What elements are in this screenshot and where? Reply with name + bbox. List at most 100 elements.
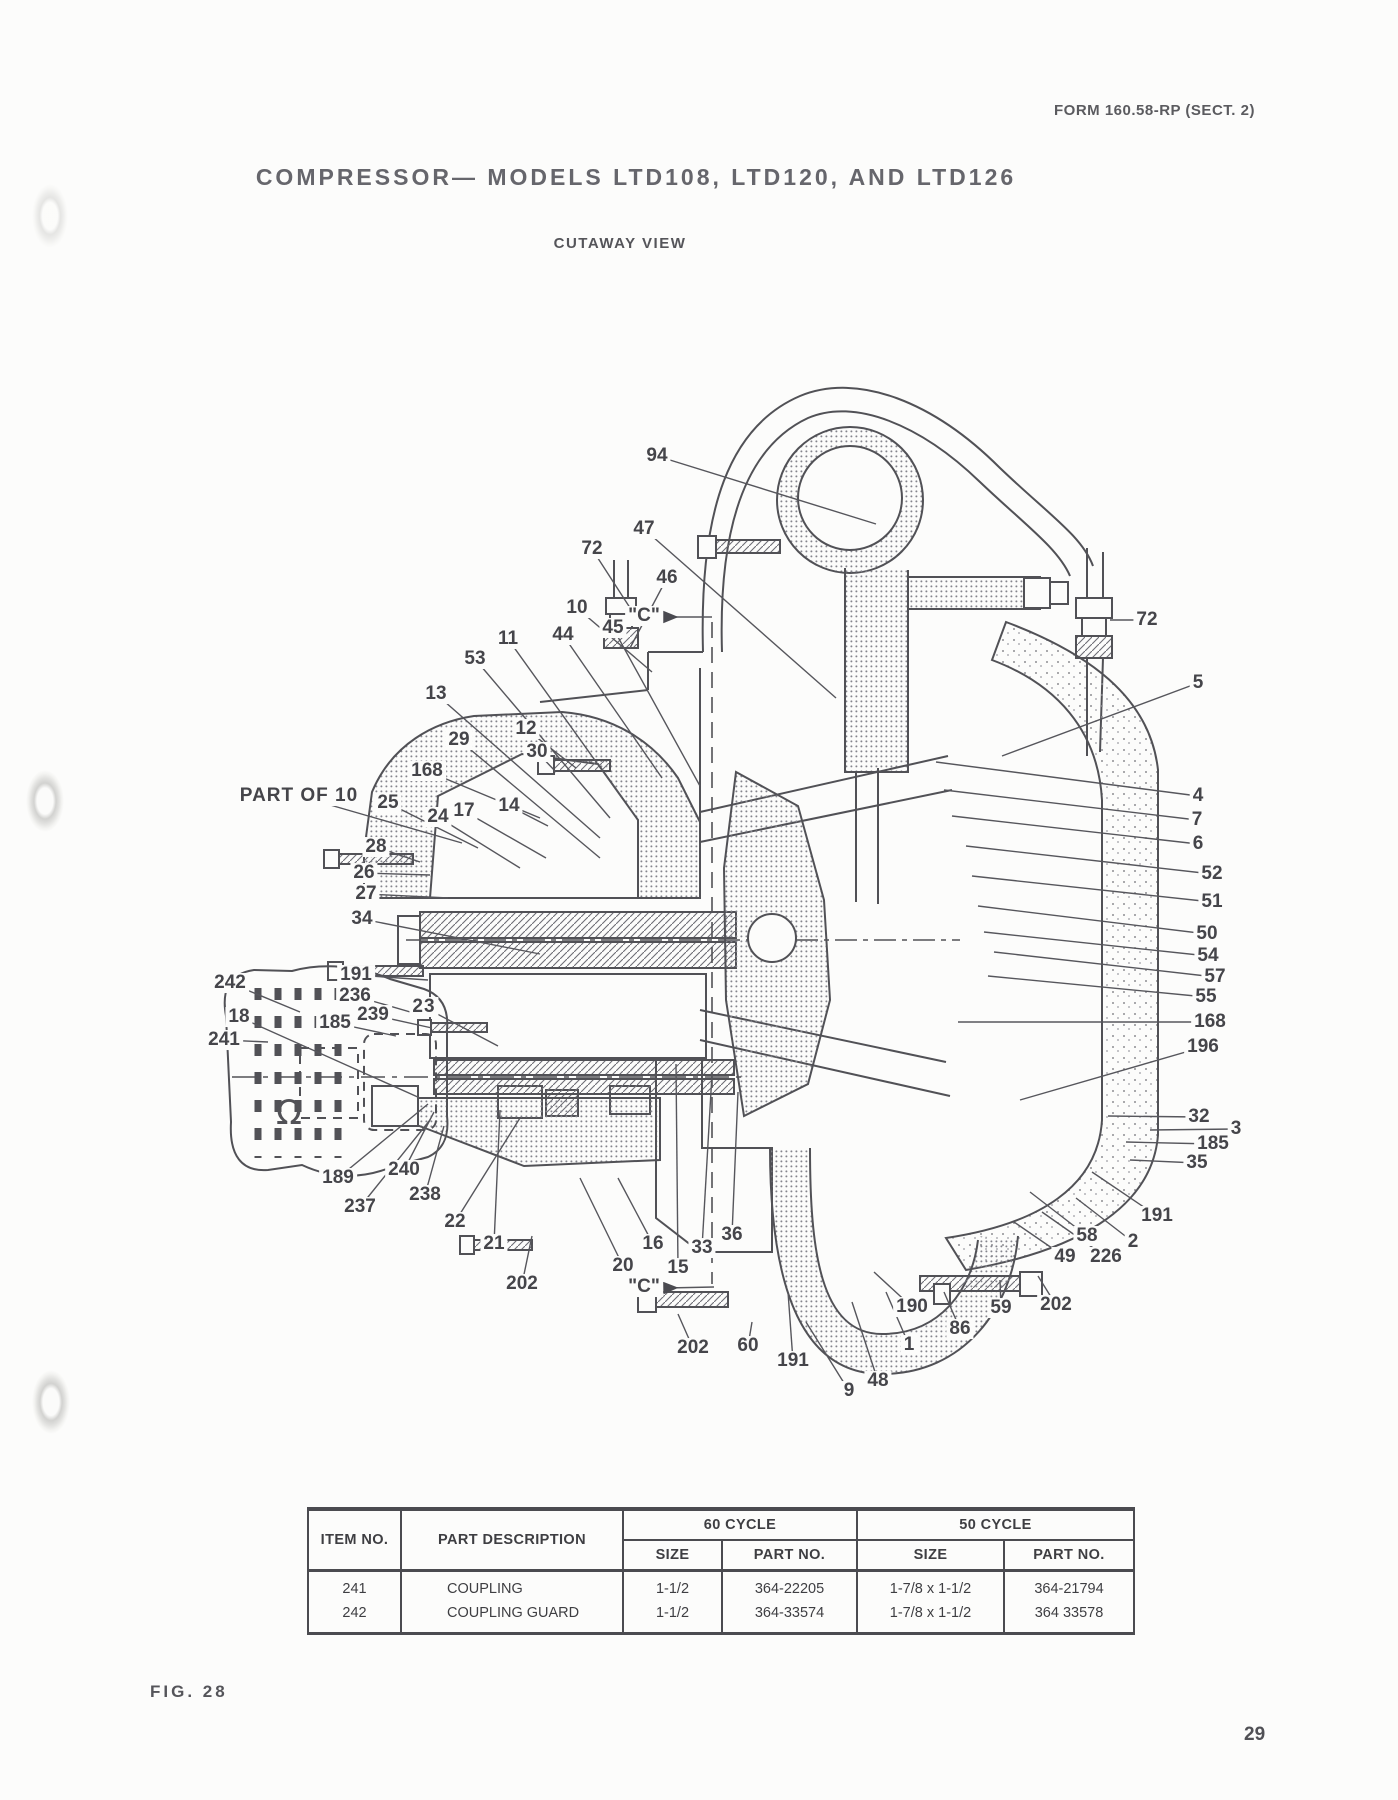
callout-226: 226	[1087, 1247, 1125, 1267]
callout-44: 44	[549, 625, 577, 645]
cell-item: 241	[307, 1570, 402, 1601]
callout-60: 60	[734, 1336, 762, 1356]
callout-9: 9	[840, 1381, 858, 1401]
callout-236: 236	[336, 986, 374, 1006]
cell-description: COUPLING GUARD	[400, 1601, 624, 1634]
callout-14: 14	[495, 796, 523, 816]
callout-c: "C"	[625, 606, 663, 626]
callout-36: 36	[718, 1225, 746, 1245]
callout-238: 238	[406, 1185, 444, 1205]
callout-168: 168	[1191, 1012, 1229, 1032]
callout-86: 86	[946, 1319, 974, 1339]
callout-32: 32	[1185, 1107, 1213, 1127]
col-header-60cycle: 60 CYCLE	[622, 1508, 858, 1541]
callout-45: 45	[599, 618, 627, 638]
callout-52: 52	[1198, 864, 1226, 884]
callout-59: 59	[987, 1298, 1015, 1318]
cell-size50: 1-7/8 x 1-1/2	[856, 1570, 1005, 1601]
cell-size50: 1-7/8 x 1-1/2	[856, 1601, 1005, 1634]
col-header-partno-60: PART NO.	[721, 1539, 858, 1572]
col-header-item: ITEM NO.	[307, 1508, 402, 1572]
callout-23: 23	[409, 997, 439, 1017]
callout-48: 48	[864, 1371, 892, 1391]
callout-6: 6	[1189, 834, 1207, 854]
cell-part50: 364-21794	[1003, 1570, 1135, 1601]
parts-table: ITEM NO. PART DESCRIPTION 60 CYCLE 50 CY…	[307, 1507, 1135, 1635]
callout-72: 72	[1133, 610, 1161, 630]
callout-46: 46	[653, 568, 681, 588]
form-reference: FORM 160.58-RP (SECT. 2)	[1054, 102, 1255, 119]
callout-237: 237	[341, 1197, 379, 1217]
callout-29: 29	[445, 730, 473, 750]
callout-30: 30	[523, 742, 551, 762]
callout-94: 94	[643, 446, 671, 466]
hole-punch	[26, 770, 64, 832]
callout-57: 57	[1201, 967, 1229, 987]
callout-54: 54	[1194, 946, 1222, 966]
callout-189: 189	[319, 1168, 357, 1188]
callout-185: 185	[1194, 1134, 1232, 1154]
callout-20: 20	[609, 1256, 637, 1276]
cell-item: 242	[307, 1601, 402, 1634]
callout-12: 12	[512, 719, 540, 739]
callout-16: 16	[639, 1234, 667, 1254]
callout-c: "C"	[625, 1277, 663, 1297]
callout-202: 202	[1037, 1295, 1075, 1315]
cell-description: COUPLING	[400, 1570, 624, 1601]
callout-1: 1	[900, 1335, 918, 1355]
cell-size60: 1-1/2	[622, 1601, 723, 1634]
svg-text:Ω: Ω	[276, 1093, 302, 1133]
callout-3: 3	[1227, 1119, 1245, 1139]
cell-part60: 364-22205	[721, 1570, 858, 1601]
col-header-size-60: SIZE	[622, 1539, 723, 1572]
col-header-size-50: SIZE	[856, 1539, 1005, 1572]
callout-33: 33	[688, 1238, 716, 1258]
callout-202: 202	[674, 1338, 712, 1358]
callout-191: 191	[1138, 1206, 1176, 1226]
callout-15: 15	[664, 1258, 692, 1278]
callout-49: 49	[1051, 1247, 1079, 1267]
callout-27: 27	[352, 884, 380, 904]
callout-51: 51	[1198, 892, 1226, 912]
cell-part50: 364 33578	[1003, 1601, 1135, 1634]
callout-28: 28	[362, 837, 390, 857]
hole-punch	[32, 184, 68, 248]
callout-191: 191	[774, 1351, 812, 1371]
callout-34: 34	[348, 909, 376, 929]
callout-13: 13	[422, 684, 450, 704]
callout-4: 4	[1189, 786, 1207, 806]
callout-25: 25	[374, 793, 402, 813]
callout-239: 239	[354, 1005, 392, 1025]
callout-24: 24	[424, 807, 452, 827]
callout-242: 242	[211, 973, 249, 993]
callout-partof10: PART OF 10	[236, 786, 362, 806]
hole-punch	[32, 1370, 70, 1434]
cell-size60: 1-1/2	[622, 1570, 723, 1601]
cell-part60: 364-33574	[721, 1601, 858, 1634]
callout-17: 17	[450, 801, 478, 821]
callout-185: 185	[316, 1013, 354, 1033]
callout-191: 191	[337, 965, 375, 985]
callout-240: 240	[385, 1160, 423, 1180]
callout-190: 190	[893, 1297, 931, 1317]
callout-72: 72	[578, 539, 606, 559]
callout-53: 53	[461, 649, 489, 669]
callout-26: 26	[350, 863, 378, 883]
callout-58: 58	[1073, 1226, 1101, 1246]
page-number: 29	[1244, 1724, 1266, 1745]
callout-2: 2	[1124, 1232, 1142, 1252]
callout-22: 22	[441, 1212, 469, 1232]
callout-5: 5	[1189, 673, 1207, 693]
callout-7: 7	[1188, 810, 1206, 830]
callout-241: 241	[205, 1030, 243, 1050]
callout-47: 47	[630, 519, 658, 539]
callout-10: 10	[563, 598, 591, 618]
callout-11: 11	[494, 629, 522, 649]
callout-55: 55	[1192, 987, 1220, 1007]
col-header-description: PART DESCRIPTION	[400, 1508, 624, 1572]
callout-18: 18	[225, 1007, 253, 1027]
figure-label: FIG. 28	[150, 1682, 228, 1701]
